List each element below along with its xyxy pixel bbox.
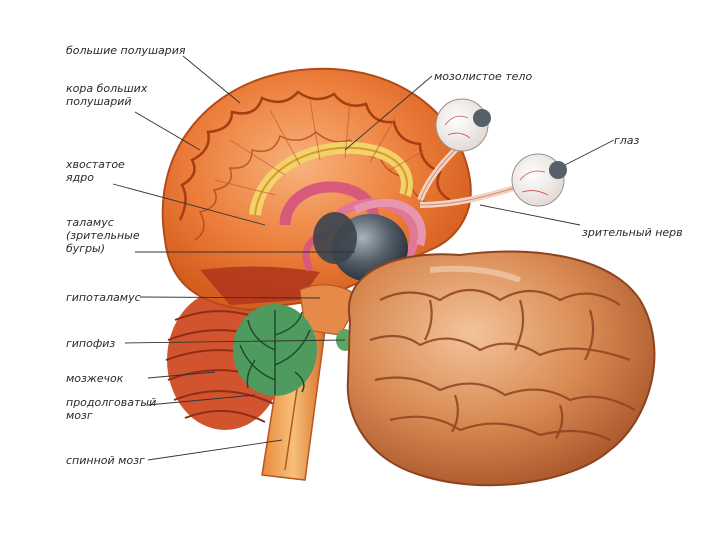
eye-lower bbox=[512, 154, 567, 206]
label-corpus-callosum: мозолистое тело bbox=[434, 70, 532, 83]
eye-upper bbox=[436, 99, 491, 151]
label-pituitary: гипофиз bbox=[66, 337, 115, 350]
label-spinal-cord: спинной мозг bbox=[66, 454, 145, 467]
label-hemispheres: большие полушария bbox=[66, 44, 186, 57]
label-cerebellum: мозжечок bbox=[66, 372, 123, 385]
arbor-vitae-shape bbox=[233, 304, 317, 396]
label-hypothalamus: гипоталамус bbox=[66, 291, 141, 304]
label-optic-nerve: зрительный нерв bbox=[582, 226, 683, 239]
label-eye: глаз bbox=[614, 134, 639, 147]
whole-brain-shape bbox=[348, 251, 655, 485]
